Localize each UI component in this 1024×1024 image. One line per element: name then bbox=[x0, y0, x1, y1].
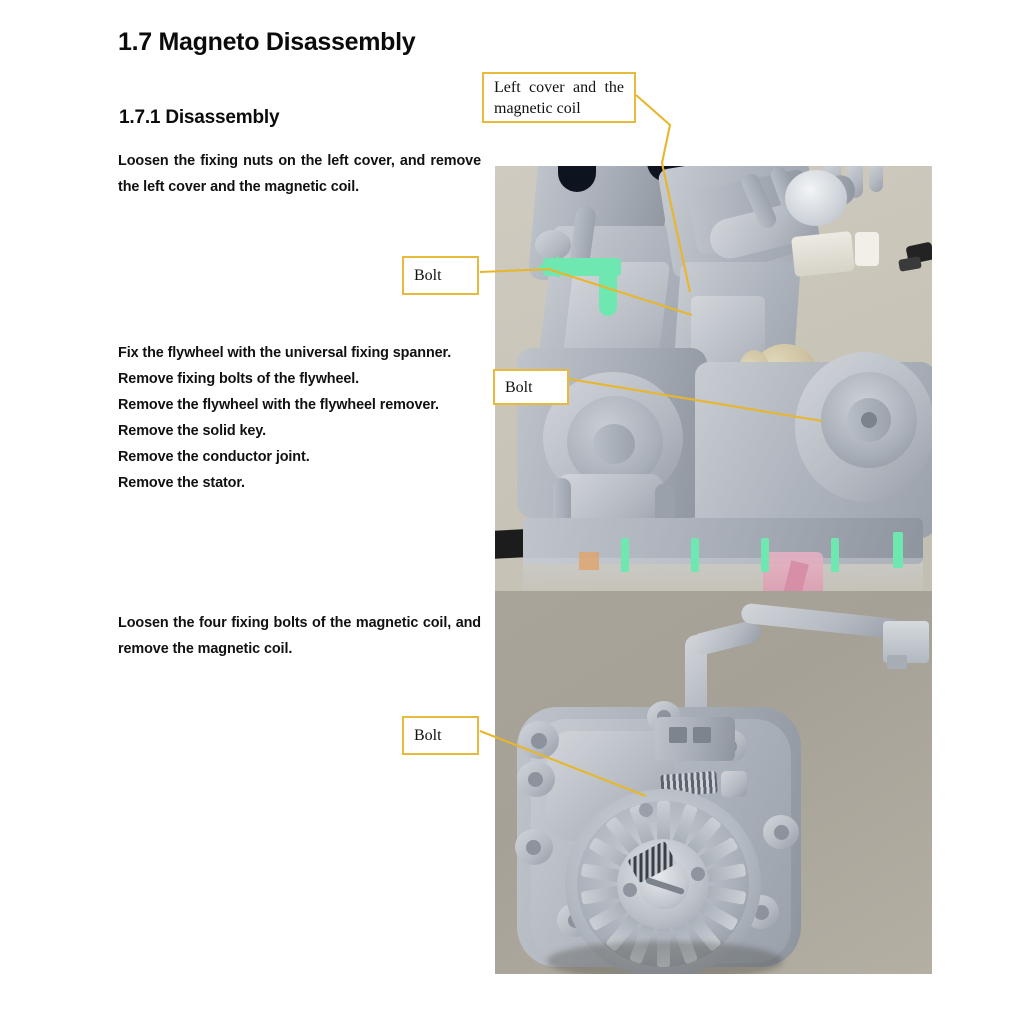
step-line: Fix the flywheel with the universal fixi… bbox=[118, 345, 452, 361]
callout-label: Bolt bbox=[505, 378, 533, 396]
callout-bolt-upper[interactable]: Bolt bbox=[402, 256, 479, 295]
callout-bolt-middle[interactable]: Bolt bbox=[493, 369, 569, 405]
instruction-list-steps: Fix the flywheel with the universal fixi… bbox=[118, 340, 490, 496]
step-line: Remove the stator. bbox=[118, 475, 245, 491]
section-subtitle: 1.7.1 Disassembly bbox=[119, 107, 280, 128]
page-title: 1.7 Magneto Disassembly bbox=[118, 28, 416, 56]
instruction-paragraph-3: Loosen the four fixing bolts of the magn… bbox=[118, 615, 481, 657]
instruction-paragraph-1: Loosen the fixing nuts on the left cover… bbox=[118, 153, 481, 195]
callout-label: Left cover and the magnetic coil bbox=[494, 78, 624, 117]
callout-label: Bolt bbox=[414, 267, 442, 284]
step-line: Remove fixing bolts of the flywheel. bbox=[118, 371, 360, 387]
step-line: Remove the flywheel with the flywheel re… bbox=[118, 397, 439, 413]
step-line: Remove the conductor joint. bbox=[118, 449, 310, 465]
callout-label: Bolt bbox=[414, 727, 442, 744]
callout-bolt-lower[interactable]: Bolt bbox=[402, 716, 479, 755]
step-line: Remove the solid key. bbox=[118, 423, 266, 439]
target-bolt-magneto bbox=[639, 803, 653, 817]
magneto-cover-figure bbox=[495, 591, 932, 974]
callout-left-cover-and-magnetic-coil[interactable]: Left cover and the magnetic coil bbox=[482, 72, 636, 123]
